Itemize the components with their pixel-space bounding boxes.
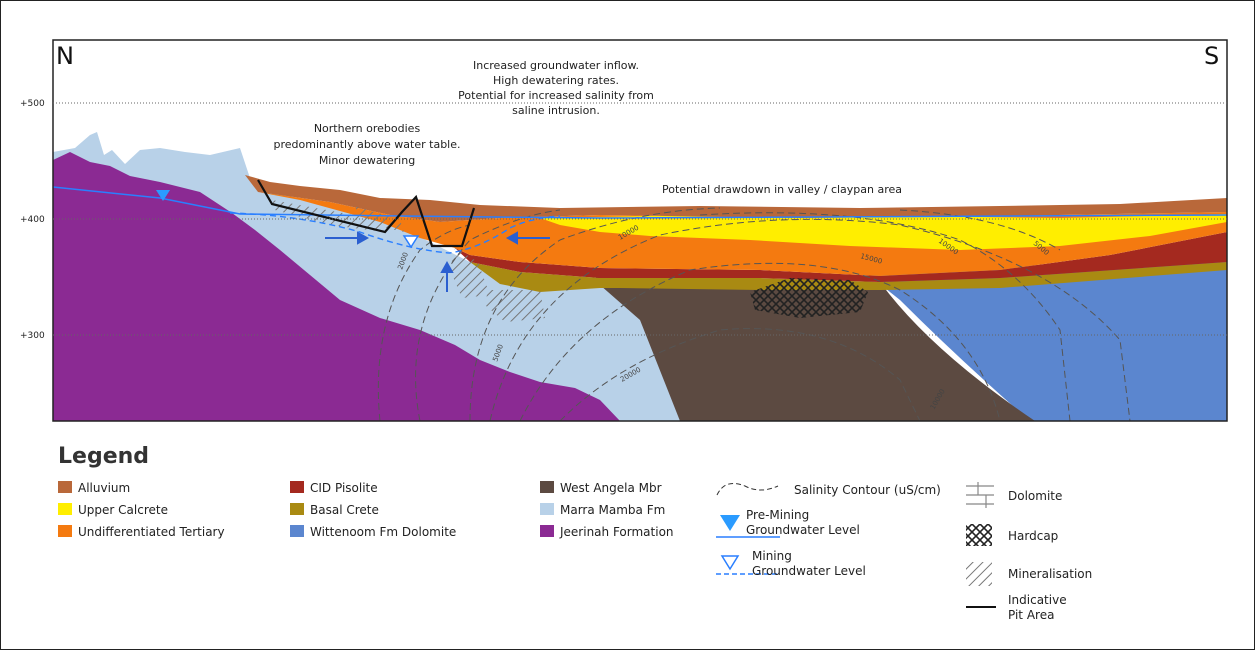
elevation-label-300: +300 (20, 331, 45, 341)
west-angela-unit (595, 275, 1035, 421)
annotation-inflow-line-2: High dewatering rates. (493, 74, 619, 87)
elevation-label-400: +400 (20, 215, 45, 225)
south-label: S (1204, 42, 1219, 70)
legend-label-wittenoom: Wittenoom Fm Dolomite (310, 525, 457, 539)
legend-swatch-jeerinah (540, 525, 554, 537)
pit-outline (257, 179, 476, 248)
upper-calcrete-unit (540, 214, 1227, 250)
legend-salinity-symbol (716, 483, 779, 496)
wittenoom-dolomite-unit (860, 262, 1227, 421)
dolomite-symbol (966, 482, 994, 508)
annotation-north-line-1: Northern orebodies (314, 122, 421, 135)
hardcap-body (750, 278, 868, 318)
legend-swatch-basal-crete (290, 503, 304, 515)
mining-level-marker (402, 235, 420, 249)
legend-pre-mining-triangle (720, 515, 740, 531)
annotation-northern: Northern orebodies predominantly above w… (274, 122, 461, 167)
inflow-arrows (325, 231, 550, 292)
elevation-gridlines (53, 102, 1227, 336)
annotation-inflow-line-1: Increased groundwater inflow. (473, 59, 639, 72)
legend-swatch-wittenoom (290, 525, 304, 537)
legend-label-pit-1: Indicative (1008, 593, 1067, 607)
mineralisation-symbol (966, 562, 992, 586)
annotation-north-line-2: predominantly above water table. (274, 138, 461, 151)
legend-label-dolomite: Dolomite (1008, 489, 1063, 503)
legend-label-jeerinah: Jeerinah Formation (560, 525, 674, 539)
legend-label-west-angela: West Angela Mbr (560, 481, 662, 495)
legend-swatch-tertiary (58, 525, 72, 537)
legend-label-basal-crete: Basal Crete (310, 503, 379, 517)
legend-swatch-west-angela (540, 481, 554, 493)
mining-groundwater-line (229, 212, 561, 254)
legend-label-pre-mining-2: Groundwater Level (746, 523, 860, 537)
annotation-inflow-line-4: saline intrusion. (512, 104, 600, 117)
legend-swatch-alluvium (58, 481, 72, 493)
legend-title: Legend (58, 444, 150, 469)
annotation-inflow: Increased groundwater inflow. High dewat… (458, 59, 654, 117)
legend-label-mining-1: Mining (752, 549, 792, 563)
section-border (52, 39, 1228, 422)
legend-label-alluvium: Alluvium (78, 481, 131, 495)
legend-label-mining-2: Groundwater Level (752, 564, 866, 578)
legend-label-pit-2: Pit Area (1008, 608, 1055, 622)
hardcap-symbol (966, 524, 992, 546)
legend-swatch-marra-mamba (540, 503, 554, 515)
legend-label-upper-calcrete: Upper Calcrete (78, 503, 168, 517)
legend-label-pre-mining-1: Pre-Mining (746, 508, 810, 522)
elevation-label-500: +500 (20, 99, 45, 109)
legend-swatch-upper-calcrete (58, 503, 72, 515)
cid-pisolite-unit (455, 232, 1227, 282)
annotation-drawdown: Potential drawdown in valley / claypan a… (662, 183, 902, 196)
legend-mining-triangle (720, 555, 740, 571)
legend-label-mineralisation: Mineralisation (1008, 567, 1093, 581)
legend-label-marra-mamba: Marra Mamba Fm (560, 503, 666, 517)
alluvium-unit (245, 175, 1227, 222)
legend-swatch-cid-pisolite (290, 481, 304, 493)
mineralisation-body (272, 200, 545, 322)
legend-label-salinity: Salinity Contour (uS/cm) (794, 483, 941, 497)
legend-label-tertiary: Undifferentiated Tertiary (78, 525, 225, 539)
annotation-north-line-3: Minor dewatering (319, 154, 415, 167)
legend-label-cid-pisolite: CID Pisolite (310, 481, 378, 495)
annotation-inflow-line-3: Potential for increased salinity from (458, 89, 654, 102)
pre-mining-level-marker (156, 190, 170, 201)
legend-label-hardcap: Hardcap (1008, 529, 1059, 543)
north-label: N (56, 42, 74, 70)
